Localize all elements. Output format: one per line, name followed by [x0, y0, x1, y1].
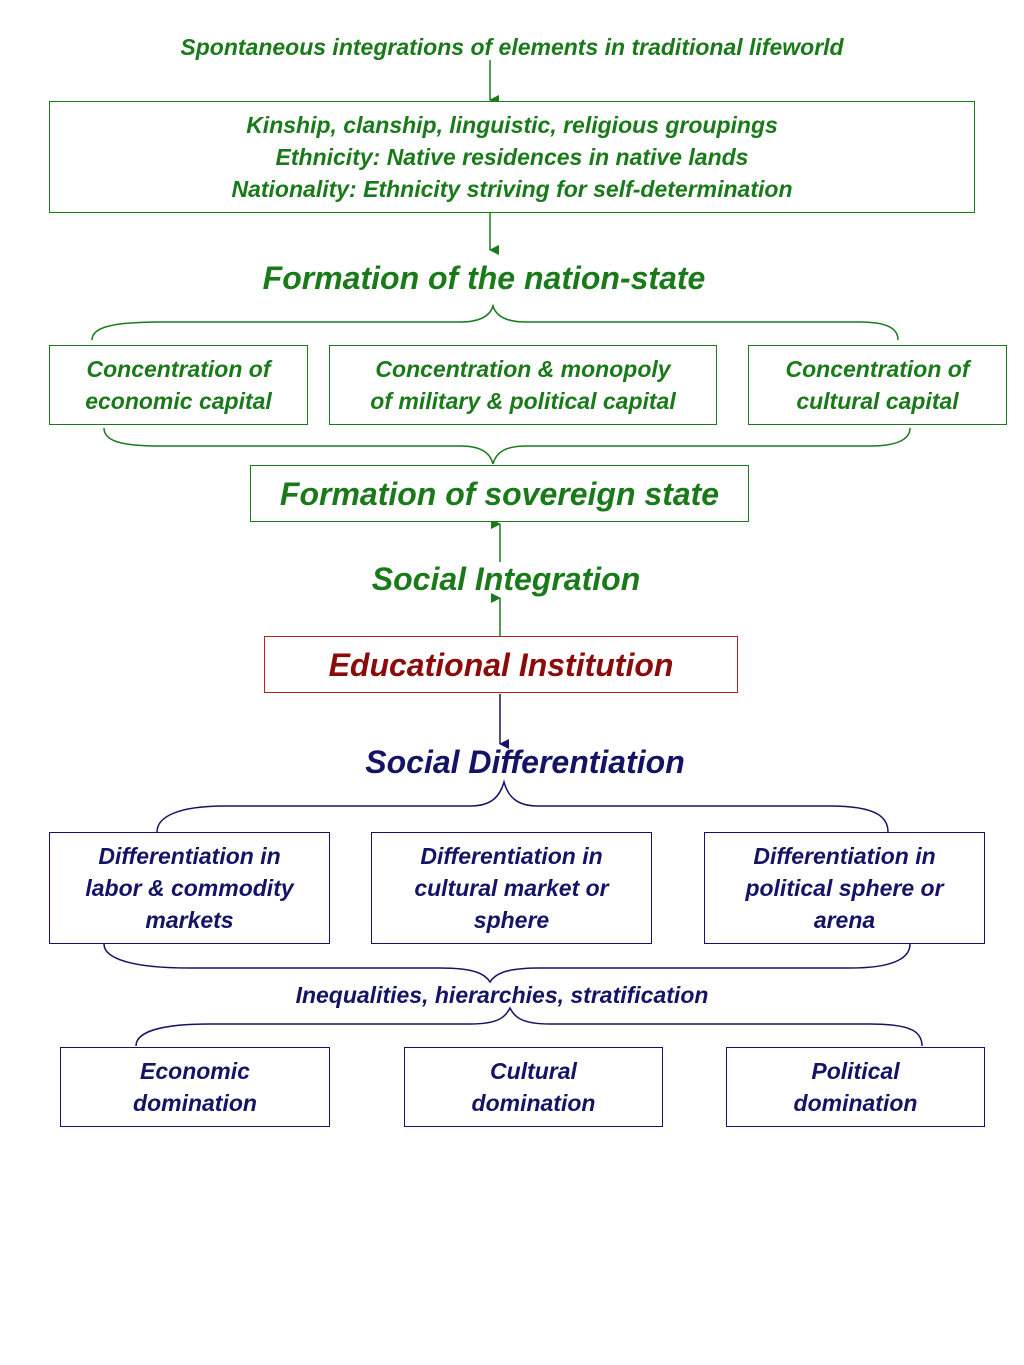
- top-caption: Spontaneous integrations of elements in …: [180, 34, 844, 60]
- domination-cultural-line-1: Cultural: [490, 1058, 577, 1084]
- domination-political-line-1: Political: [811, 1058, 900, 1084]
- groupings-line-kinship: Kinship, clanship, linguistic, religious…: [246, 112, 778, 138]
- domination-box-political: Political domination: [726, 1047, 985, 1127]
- domination-box-cultural: Cultural domination: [404, 1047, 663, 1127]
- brace-inequalities-top: [103, 943, 911, 984]
- capital-cultural-line-2: cultural capital: [796, 388, 959, 414]
- differentiation-box-political: Differentiation in political sphere or a…: [704, 832, 985, 944]
- differentiation-box-labor: Differentiation in labor & commodity mar…: [49, 832, 330, 944]
- groupings-box: Kinship, clanship, linguistic, religious…: [49, 101, 975, 213]
- capital-economic-line-2: economic capital: [85, 388, 272, 414]
- capital-military-line-2: of military & political capital: [370, 388, 676, 414]
- differentiation-box-cultural: Differentiation in cultural market or sp…: [371, 832, 652, 944]
- groupings-line-ethnicity: Ethnicity: Native residences in native l…: [275, 144, 749, 170]
- brace-inequalities-bottom: [135, 1006, 923, 1047]
- nation-state-title: Formation of the nation-state: [262, 260, 706, 296]
- domination-economic-line-2: domination: [133, 1090, 257, 1116]
- domination-box-economic: Economic domination: [60, 1047, 330, 1127]
- diff-cultural-line-3: sphere: [473, 907, 550, 933]
- groupings-line-nationality: Nationality: Ethnicity striving for self…: [231, 176, 793, 202]
- domination-political-line-2: domination: [793, 1090, 918, 1116]
- capital-economic-line-1: Concentration of: [86, 356, 271, 382]
- brace-nation-state: [91, 303, 899, 341]
- sovereign-state-label: Formation of sovereign state: [279, 475, 720, 512]
- social-differentiation-label: Social Differentiation: [365, 744, 685, 780]
- diff-political-line-2: political sphere or: [745, 875, 944, 901]
- social-integration-label: Social Integration: [371, 561, 641, 597]
- sovereign-state-box: Formation of sovereign state: [250, 465, 749, 522]
- brace-differentiation: [156, 779, 889, 833]
- diff-political-line-1: Differentiation in: [753, 843, 936, 869]
- capital-box-economic: Concentration of economic capital: [49, 345, 308, 425]
- capital-military-line-1: Concentration & monopoly: [375, 356, 671, 382]
- educational-institution-box: Educational Institution: [264, 636, 738, 693]
- capital-box-cultural: Concentration of cultural capital: [748, 345, 1007, 425]
- diff-political-line-3: arena: [813, 907, 876, 933]
- diff-labor-line-2: labor & commodity: [85, 875, 294, 901]
- brace-sovereign-state: [103, 427, 911, 465]
- diff-labor-line-3: markets: [145, 907, 234, 933]
- domination-economic-line-1: Economic: [140, 1058, 250, 1084]
- diff-labor-line-1: Differentiation in: [98, 843, 281, 869]
- capital-box-military-political: Concentration & monopoly of military & p…: [329, 345, 717, 425]
- diff-cultural-line-2: cultural market or: [414, 875, 609, 901]
- diff-cultural-line-1: Differentiation in: [420, 843, 603, 869]
- inequalities-caption: Inequalities, hierarchies, stratificatio…: [295, 982, 709, 1008]
- educational-institution-label: Educational Institution: [328, 646, 674, 683]
- capital-cultural-line-1: Concentration of: [785, 356, 970, 382]
- domination-cultural-line-2: domination: [471, 1090, 596, 1116]
